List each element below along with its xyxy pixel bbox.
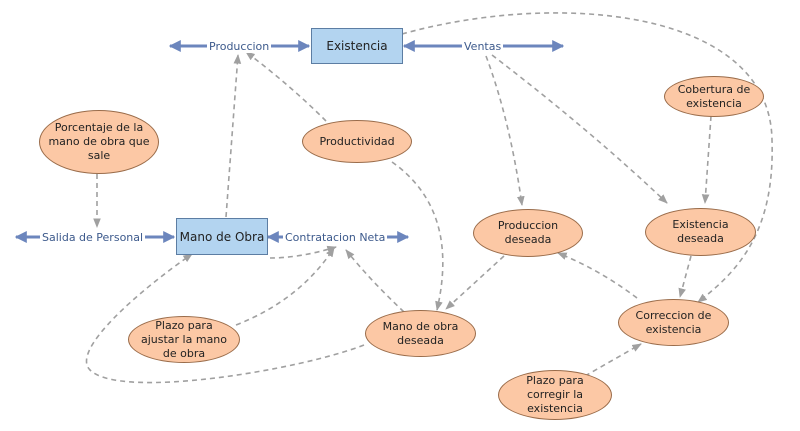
- link-ventas-to-existencia-deseada: [491, 54, 668, 204]
- stock-existencia[interactable]: Existencia: [311, 28, 403, 64]
- link-productividad-to-mano-obra-deseada: [391, 161, 444, 311]
- aux-mano-de-obra-deseada[interactable]: Mano de obra deseada: [365, 310, 476, 357]
- link-mano-obra-deseada-to-mano-de-obra: [85, 253, 365, 384]
- aux-correccion-de-existencia-label: Correccion de existencia: [635, 308, 712, 336]
- link-mano-obra-to-contratacion: [269, 245, 337, 259]
- stock-mano-de-obra[interactable]: Mano de Obra: [176, 218, 268, 255]
- aux-correccion-de-existencia[interactable]: Correccion de existencia: [618, 299, 729, 346]
- link-existencia-to-correccion: [401, 12, 773, 303]
- aux-plazo-ajustar-mano-obra-label: Plazo para ajustar la mano de obra: [140, 318, 228, 360]
- aux-plazo-ajustar-mano-obra[interactable]: Plazo para ajustar la mano de obra: [128, 316, 240, 363]
- aux-plazo-corregir-existencia[interactable]: Plazo para corregir la existencia: [498, 370, 612, 420]
- aux-porcentaje-mano-obra-sale[interactable]: Porcentaje de la mano de obra que sale: [39, 110, 159, 174]
- aux-existencia-deseada[interactable]: Existencia deseada: [645, 208, 756, 256]
- aux-existencia-deseada-label: Existencia deseada: [672, 218, 729, 245]
- aux-mano-de-obra-deseada-label: Mano de obra deseada: [382, 319, 459, 347]
- aux-productividad[interactable]: Productividad: [302, 120, 412, 163]
- flow-salida-de-personal-label: Salida de Personal: [40, 231, 146, 244]
- aux-cobertura-de-existencia-label: Cobertura de existencia: [677, 82, 751, 110]
- aux-produccion-deseada[interactable]: Produccion deseada: [473, 209, 583, 257]
- aux-porcentaje-mano-obra-sale-label: Porcentaje de la mano de obra que sale: [48, 121, 150, 162]
- link-plazo-ajustar-to-contratacion: [235, 247, 335, 326]
- link-ventas-to-produccion-deseada: [485, 55, 525, 206]
- link-mano-obra-deseada-to-contratacion: [345, 249, 405, 313]
- link-plazo-corregir-to-correccion: [584, 343, 642, 377]
- link-mano-de-obra-to-produccion: [225, 54, 242, 218]
- link-cobertura-to-existencia-deseada: [701, 115, 712, 204]
- flow-ventas-label: Ventas: [462, 40, 504, 53]
- link-existencia-deseada-to-correccion: [678, 255, 692, 298]
- aux-plazo-corregir-existencia-label: Plazo para corregir la existencia: [526, 374, 584, 415]
- aux-productividad-label: Productividad: [319, 134, 395, 148]
- stock-existencia-label: Existencia: [326, 39, 388, 53]
- aux-cobertura-de-existencia[interactable]: Cobertura de existencia: [664, 76, 764, 117]
- link-produccion-deseada-to-mano-obra-deseada: [445, 255, 505, 310]
- link-correccion-to-produccion-deseada: [557, 252, 638, 299]
- aux-produccion-deseada-label: Produccion deseada: [497, 219, 559, 246]
- flow-produccion-label: Produccion: [207, 40, 272, 53]
- link-productividad-to-produccion: [245, 51, 327, 122]
- flow-contratacion-neta-label: Contratacion Neta: [283, 231, 388, 244]
- stock-mano-de-obra-label: Mano de Obra: [179, 229, 265, 244]
